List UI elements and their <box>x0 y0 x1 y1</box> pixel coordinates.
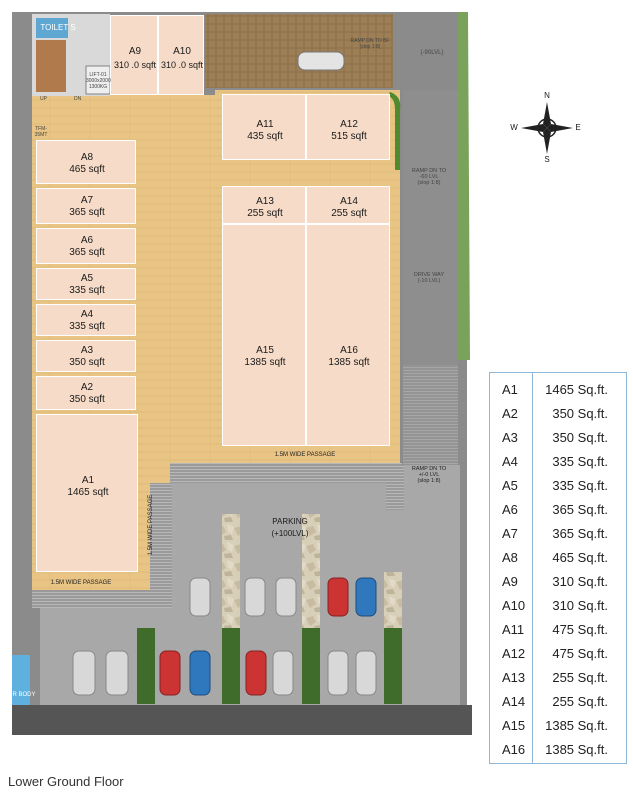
shop-a12: A12 515 sqft <box>306 94 390 160</box>
legend-row: A15 1385 Sq.ft. <box>490 715 628 737</box>
legend-area: 350 Sq.ft. <box>552 406 608 421</box>
floor-caption: Lower Ground Floor <box>8 774 124 789</box>
legend-row: A14 255 Sq.ft. <box>490 691 628 713</box>
compass: N S E W <box>510 91 583 164</box>
dn-label: DN <box>74 96 82 102</box>
legend-row: A3 350 Sq.ft. <box>490 427 628 449</box>
legend-code: A3 <box>502 430 518 445</box>
shop-a9: A9 310 .0 sqft <box>110 15 158 95</box>
ramp-mid-label: RAMP DN TO-60 LVL(slop 1:8) <box>411 168 447 186</box>
legend-row: A6 365 Sq.ft. <box>490 499 628 521</box>
legend-code: A6 <box>502 502 518 517</box>
compass-w: W <box>510 123 518 132</box>
shop-a14: A14 255 sqft <box>306 186 390 224</box>
shop-a10: A10 310 .0 sqft <box>158 15 204 95</box>
legend-row: A16 1385 Sq.ft. <box>490 739 628 761</box>
body-label: R BODY <box>12 692 36 698</box>
legend-code: A5 <box>502 478 518 493</box>
fire-label: TFM-35MT <box>34 126 48 138</box>
legend-row: A10 310 Sq.ft. <box>490 595 628 617</box>
shop-a5: A5 335 sqft <box>36 268 136 300</box>
compass-e: E <box>575 123 581 132</box>
legend-area: 1465 Sq.ft. <box>545 382 608 397</box>
legend-code: A4 <box>502 454 518 469</box>
driveway-label: DRIVE WAY(-10 LVL) <box>413 272 445 284</box>
legend-area: 255 Sq.ft. <box>552 670 608 685</box>
passage-vertical-label: 1.5M WIDE PASSAGE <box>148 494 154 556</box>
toilet-label: TOILET S <box>40 23 76 32</box>
legend-code: A8 <box>502 550 518 565</box>
legend-row: A2 350 Sq.ft. <box>490 403 628 425</box>
legend-area: 365 Sq.ft. <box>552 502 608 517</box>
passage-horizontal-label: 1.5M WIDE PASSAGE <box>274 452 336 458</box>
legend-row: A11 475 Sq.ft. <box>490 619 628 641</box>
legend-code: A13 <box>502 670 526 685</box>
shop-a3: A3 350 sqft <box>36 340 136 372</box>
legend-code: A1 <box>502 382 518 397</box>
legend-code: A16 <box>502 742 526 757</box>
legend-row: A1 1465 Sq.ft. <box>490 379 628 401</box>
legend-row: A9 310 Sq.ft. <box>490 571 628 593</box>
legend-row: A7 365 Sq.ft. <box>490 523 628 545</box>
legend-row: A8 465 Sq.ft. <box>490 547 628 569</box>
legend-area: 255 Sq.ft. <box>552 694 608 709</box>
shop-a7: A7 365 sqft <box>36 188 136 224</box>
legend-code: A15 <box>502 718 526 733</box>
shop-a13: A13 255 sqft <box>222 186 306 224</box>
legend-code: A11 <box>502 622 525 637</box>
legend-row: A4 335 Sq.ft. <box>490 451 628 473</box>
compass-n: N <box>544 91 550 100</box>
passage-bottom-label: 1.5M WIDE PASSAGE <box>50 580 112 586</box>
legend-code: A12 <box>502 646 526 661</box>
legend-code: A10 <box>502 598 526 613</box>
legend-code: A9 <box>502 574 518 589</box>
legend-area: 335 Sq.ft. <box>552 478 608 493</box>
legend-code: A7 <box>502 526 518 541</box>
legend-area: 350 Sq.ft. <box>552 430 608 445</box>
legend-area: 475 Sq.ft. <box>552 622 608 637</box>
lift-label: LIFT-01 3000x2000 1300KG <box>86 72 111 90</box>
legend-area: 475 Sq.ft. <box>552 646 608 661</box>
shop-a8: A8 465 sqft <box>36 140 136 184</box>
parking-label: PARKING(+100LVL) <box>271 517 309 538</box>
legend-code: A14 <box>502 694 526 709</box>
compass-rose-icon <box>521 102 573 154</box>
legend-area: 310 Sq.ft. <box>552 574 608 589</box>
legend-area: 335 Sq.ft. <box>552 454 608 469</box>
ramp-low-label: RAMP DN TO+/-0 LVL(slop 1:8) <box>411 466 447 484</box>
top-level-label: (-90LVL) <box>420 50 444 56</box>
legend-row: A5 335 Sq.ft. <box>490 475 628 497</box>
shop-a16: A16 1385 sqft <box>306 224 390 446</box>
legend-divider <box>532 373 533 763</box>
shop-a1: A1 1465 sqft <box>36 414 138 572</box>
legend-row: A13 255 Sq.ft. <box>490 667 628 689</box>
landscape-strip <box>458 12 470 360</box>
legend-area: 310 Sq.ft. <box>552 598 608 613</box>
shop-a15: A15 1385 sqft <box>222 224 306 446</box>
legend-code: A2 <box>502 406 518 421</box>
shop-a4: A4 335 sqft <box>36 304 136 336</box>
shop-a2: A2 350 sqft <box>36 376 136 410</box>
legend-area: 1385 Sq.ft. <box>545 718 608 733</box>
up-label: UP <box>40 96 47 102</box>
legend-area: 365 Sq.ft. <box>552 526 608 541</box>
shop-a6: A6 365 sqft <box>36 228 136 264</box>
compass-s: S <box>544 155 550 164</box>
car-icons <box>72 51 377 696</box>
legend-row: A12 475 Sq.ft. <box>490 643 628 665</box>
top-deck <box>205 14 393 88</box>
top-ramp-label: RAMP DN TO BF (slop 1:8) <box>350 38 390 50</box>
shop-a11: A11 435 sqft <box>222 94 306 160</box>
legend-area: 1385 Sq.ft. <box>545 742 608 757</box>
legend-area: 465 Sq.ft. <box>552 550 608 565</box>
